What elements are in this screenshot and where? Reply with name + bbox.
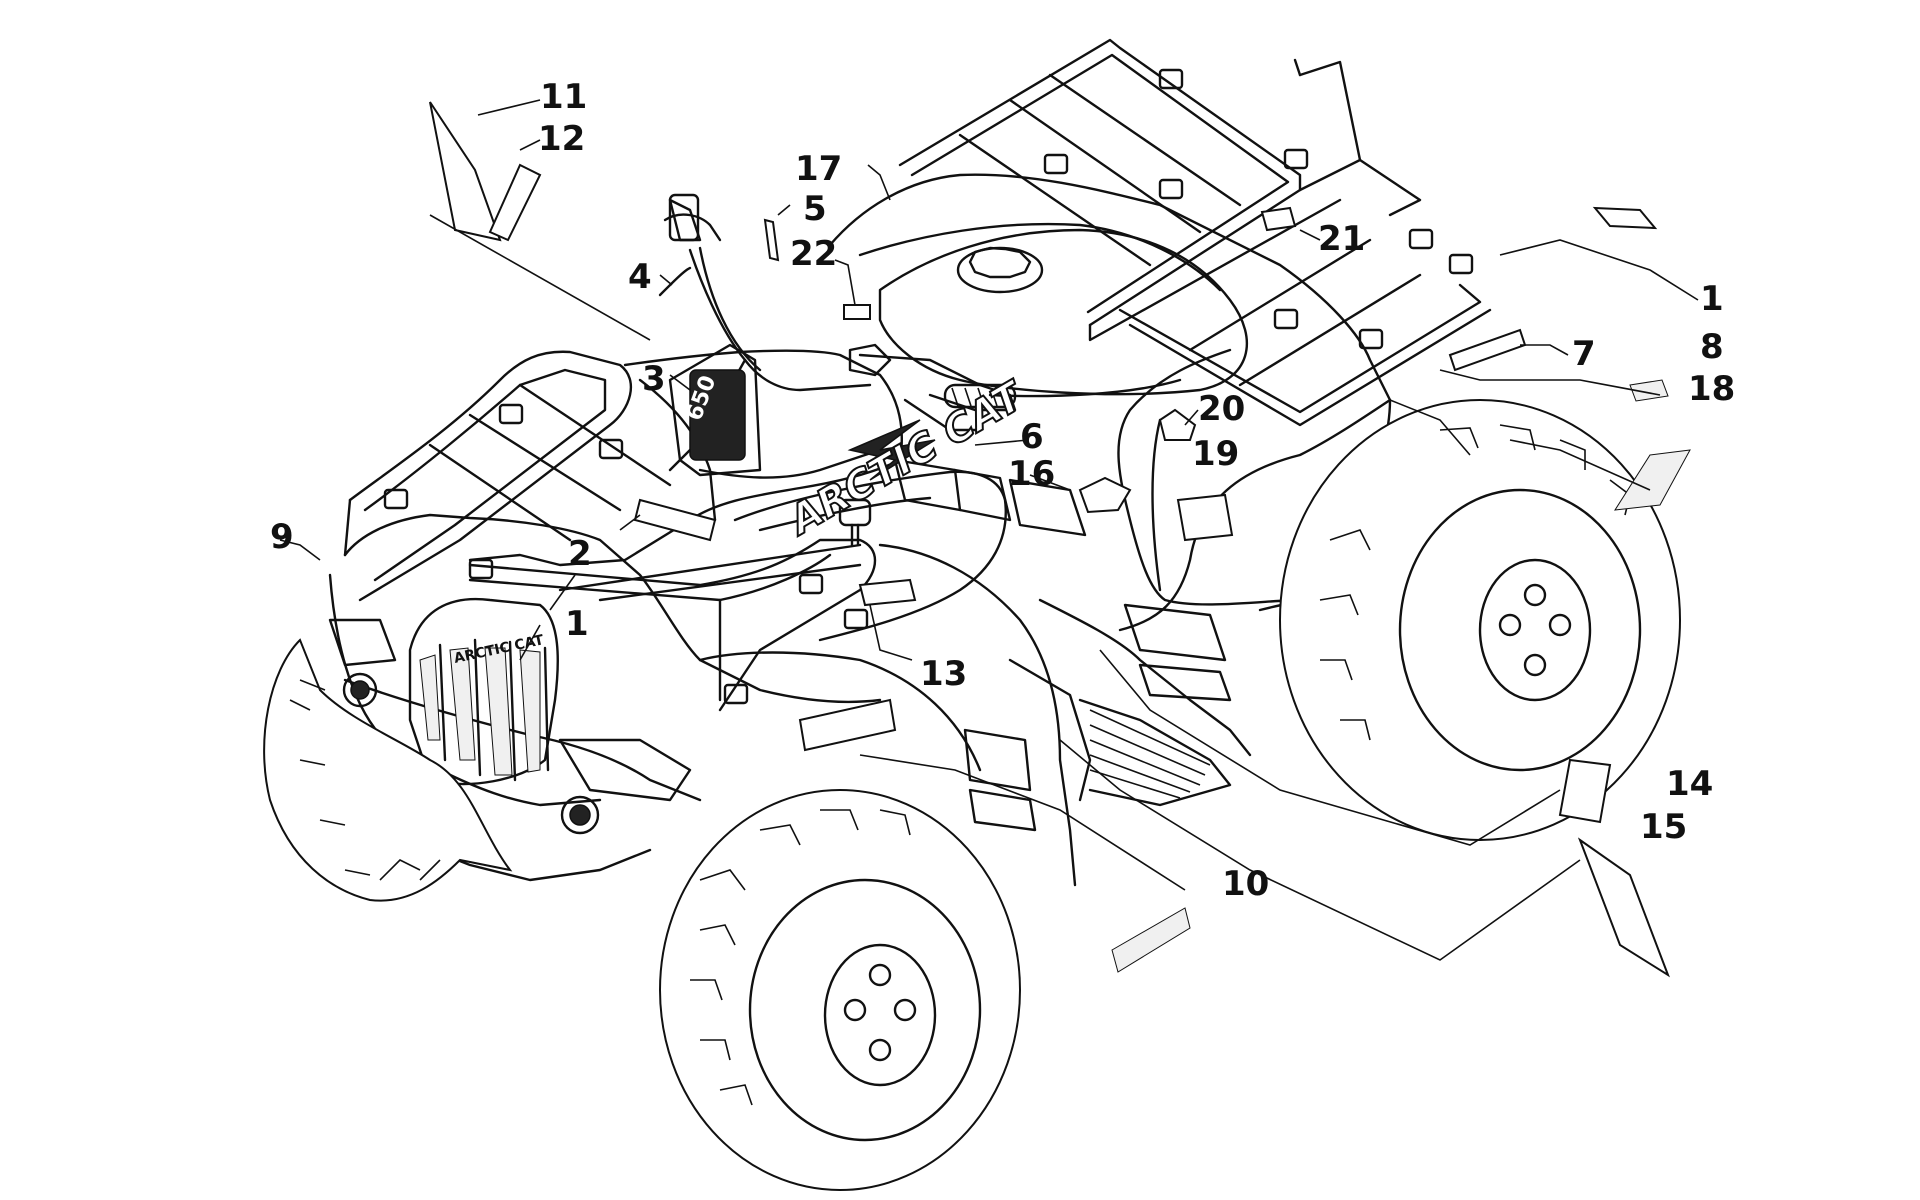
callout-4: 4 [628, 257, 652, 297]
callout-5: 5 [803, 189, 827, 229]
callout-17: 17 [795, 149, 842, 189]
callout-1-front: 1 [565, 604, 589, 644]
callout-21: 21 [1318, 219, 1365, 259]
callout-22: 22 [790, 234, 837, 274]
callout-9: 9 [270, 517, 294, 557]
callout-16: 16 [1008, 454, 1055, 494]
front-grille [328, 597, 692, 835]
callout-2: 2 [568, 534, 592, 574]
callout-11: 11 [540, 77, 587, 117]
callout-1-rear: 1 [1700, 279, 1724, 319]
handlebars [658, 193, 1017, 547]
callout-7: 7 [1572, 334, 1596, 374]
front-right-wheel [659, 789, 1021, 1191]
decals [429, 101, 1691, 978]
front-left-wheel [263, 638, 513, 902]
callout-12: 12 [538, 119, 585, 159]
callout-19: 19 [1192, 434, 1239, 474]
tank-brand-decal: ARCTIC CAT [779, 372, 1032, 545]
callout-20: 20 [1198, 389, 1245, 429]
callout-numbers: 11 12 17 5 22 4 3 21 1 7 8 18 20 6 19 16… [270, 77, 1735, 904]
rear-right-wheel [1279, 399, 1681, 841]
callout-18: 18 [1688, 369, 1735, 409]
callout-13: 13 [920, 654, 967, 694]
callout-14: 14 [1666, 764, 1713, 804]
front-rack [343, 350, 877, 712]
callout-10: 10 [1222, 864, 1269, 904]
callout-6: 6 [1020, 417, 1044, 457]
callout-8: 8 [1700, 327, 1724, 367]
leader-lines [279, 99, 1699, 961]
callout-3: 3 [642, 359, 666, 399]
callout-15: 15 [1640, 807, 1687, 847]
rear-rack [898, 38, 1492, 427]
